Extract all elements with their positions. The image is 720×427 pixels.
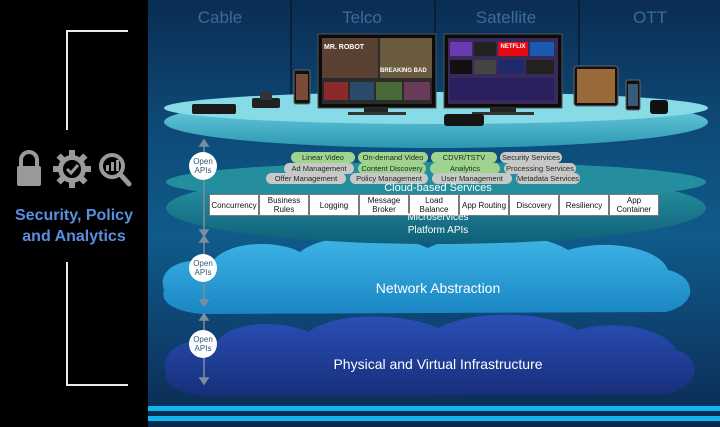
service-pill: Metadata Services xyxy=(516,173,580,184)
magnifier-analytics-icon xyxy=(99,153,132,187)
tv-2 xyxy=(443,33,563,115)
service-pill: Analytics xyxy=(430,163,500,174)
service-pill: Content Discovery xyxy=(358,163,426,174)
column-label-satellite: Satellite xyxy=(475,8,537,27)
tv-1 xyxy=(317,33,437,115)
bracket-vertical-top xyxy=(66,30,68,130)
column-label-cable: Cable xyxy=(197,8,243,27)
microservice-box: App Container xyxy=(609,194,659,216)
network-abstraction-label: Network Abstraction xyxy=(375,280,501,296)
open-apis-badge-3: Open APIs xyxy=(189,330,217,358)
security-panel: Security, Policy and Analytics xyxy=(0,0,148,427)
stripe-1 xyxy=(148,406,720,411)
security-icons xyxy=(17,150,132,188)
microservice-box: App Routing xyxy=(459,194,509,216)
open-apis-badge-1: Open APIs xyxy=(189,152,217,180)
tv1-title: MR. ROBOT xyxy=(324,44,365,51)
service-pill: Security Services xyxy=(500,152,562,163)
microservices-label: Microservices xyxy=(407,212,469,223)
infrastructure-cloud xyxy=(164,314,695,396)
service-pill: On-demand Video xyxy=(358,152,428,163)
microservice-box: Discovery xyxy=(509,194,559,216)
tv2-brand: NETFLIX xyxy=(500,44,526,50)
microservice-box: Concurrency xyxy=(209,194,259,216)
platform-apis-label: Platform APIs xyxy=(407,225,469,236)
microservice-box: Load Balance xyxy=(409,194,459,216)
infrastructure-label: Physical and Virtual Infrastructure xyxy=(333,356,543,372)
open-apis-badge-2: Open APIs xyxy=(189,254,217,282)
gear-check-icon xyxy=(53,150,91,188)
service-pill: Policy Management xyxy=(350,173,428,184)
bracket-top-line xyxy=(66,30,128,32)
column-divider-1 xyxy=(290,0,292,120)
service-pill: CDVR/TSTV xyxy=(431,152,497,163)
network-cloud xyxy=(162,234,691,314)
service-pill: User Management xyxy=(432,173,512,184)
architecture-diagram: Cable Telco Satellite OTT xyxy=(148,0,720,427)
bracket-vertical-bottom xyxy=(66,262,68,386)
service-pill: Offer Management xyxy=(266,173,346,184)
security-label: Security, Policy and Analytics xyxy=(15,207,133,245)
media-box xyxy=(650,100,668,114)
column-label-telco: Telco xyxy=(342,8,382,27)
tv1-subtitle: BREAKING BAD xyxy=(380,68,427,74)
stripe-2 xyxy=(148,416,720,421)
cloud-services-label: Cloud-based Services xyxy=(384,182,492,194)
microservice-box: Resiliency xyxy=(559,194,609,216)
bracket-bottom-line xyxy=(66,384,128,386)
microservice-box: Logging xyxy=(309,194,359,216)
lock-icon xyxy=(17,150,41,186)
service-pill: Ad Management xyxy=(284,163,354,174)
streaming-box xyxy=(444,114,484,126)
column-label-ott: OTT xyxy=(633,8,667,27)
service-pill: Processing Services xyxy=(504,163,576,174)
microservice-box: Business Rules xyxy=(259,194,309,216)
column-divider-3 xyxy=(578,0,580,120)
microservice-box: Message Broker xyxy=(359,194,409,216)
service-pill: Linear Video xyxy=(291,152,355,163)
set-top-box-1 xyxy=(192,104,236,114)
tablet xyxy=(573,65,619,107)
set-top-box-2 xyxy=(252,98,280,108)
